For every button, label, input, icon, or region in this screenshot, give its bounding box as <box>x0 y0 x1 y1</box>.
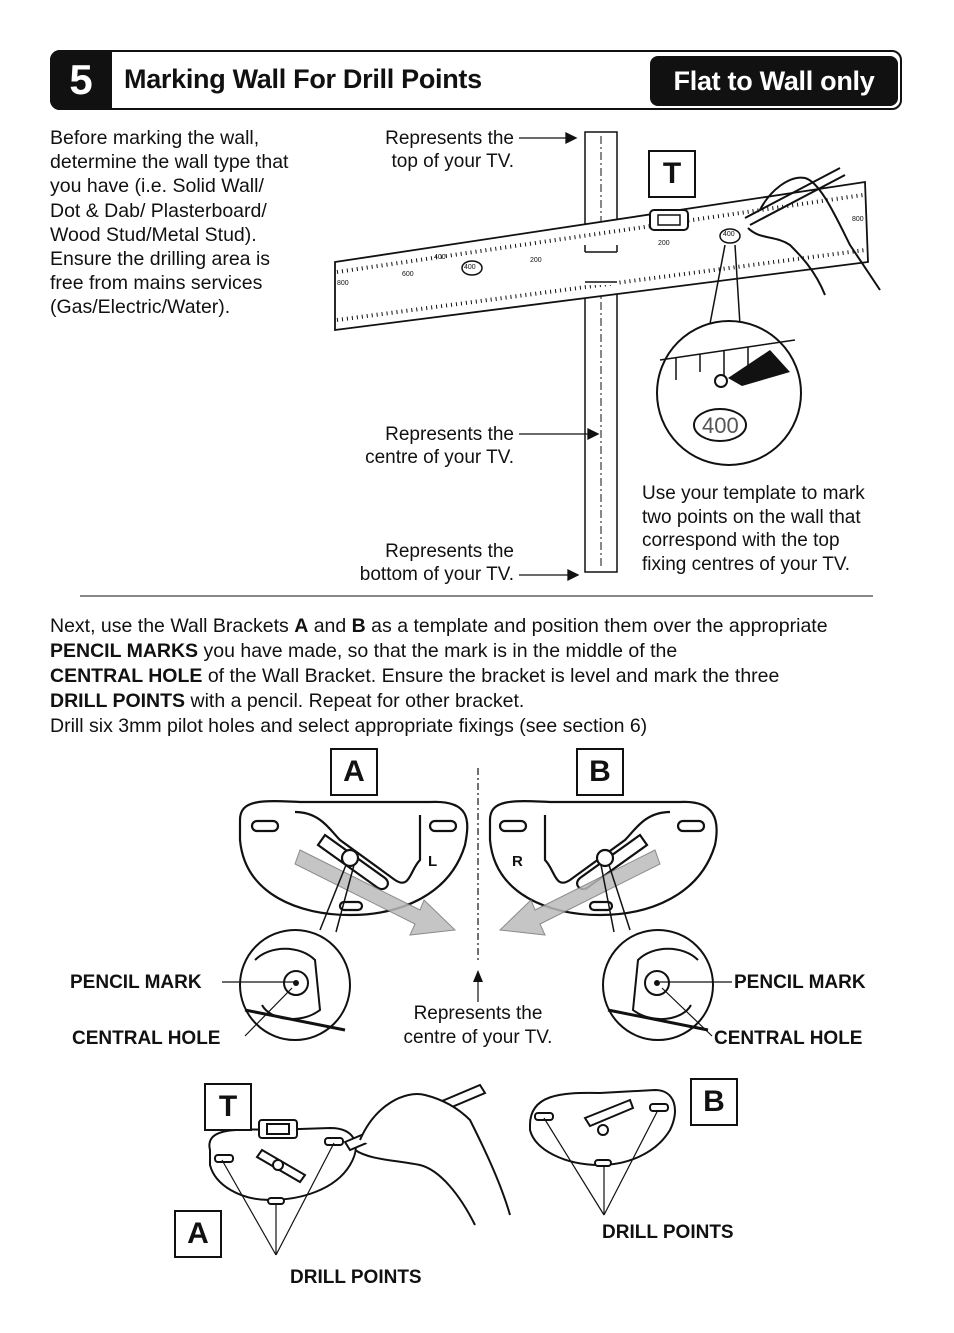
ruler-number: 200 <box>658 240 670 247</box>
central-hole-label-right: CENTRAL HOLE <box>714 1028 863 1049</box>
bracket-b-letter: R <box>512 853 523 870</box>
drill-points-label-left: DRILL POINTS <box>290 1267 422 1288</box>
bracket-b <box>488 800 718 917</box>
mount-type-badge: Flat to Wall only <box>650 56 898 106</box>
bracket-a <box>238 800 469 917</box>
ruler-number: 400 <box>723 231 735 238</box>
pencil-mark-label-left: PENCIL MARK <box>70 972 202 993</box>
step-number: 5 <box>50 50 112 110</box>
template-box-t: T <box>648 150 696 198</box>
ruler-number: 400 <box>464 264 476 271</box>
step-title: Marking Wall For Drill Points <box>124 64 482 94</box>
ruler-number: 200 <box>530 257 542 264</box>
pencil-mark-label-right: PENCIL MARK <box>734 972 866 993</box>
ruler-number: 600 <box>402 271 414 278</box>
ruler-number: 800 <box>852 216 864 223</box>
ruler-number: 400 <box>434 254 446 261</box>
bracket-a-box: A <box>330 748 378 796</box>
drill-points-label-right: DRILL POINTS <box>602 1222 734 1243</box>
zoom-number: 400 <box>702 413 739 438</box>
ruler-number: 800 <box>337 280 349 287</box>
bracket-b-box-lower: B <box>690 1078 738 1126</box>
central-hole-label-left: CENTRAL HOLE <box>72 1028 221 1049</box>
bracket-b-box: B <box>576 748 624 796</box>
bracket-a-box-lower: A <box>174 1210 222 1258</box>
template-box-t-lower: T <box>204 1083 252 1131</box>
bracket-a-letter: L <box>428 853 438 870</box>
instructions-paragraph: Next, use the Wall Brackets A and B as a… <box>50 615 828 737</box>
intro-paragraph: Before marking the wall,determine the wa… <box>50 127 289 319</box>
